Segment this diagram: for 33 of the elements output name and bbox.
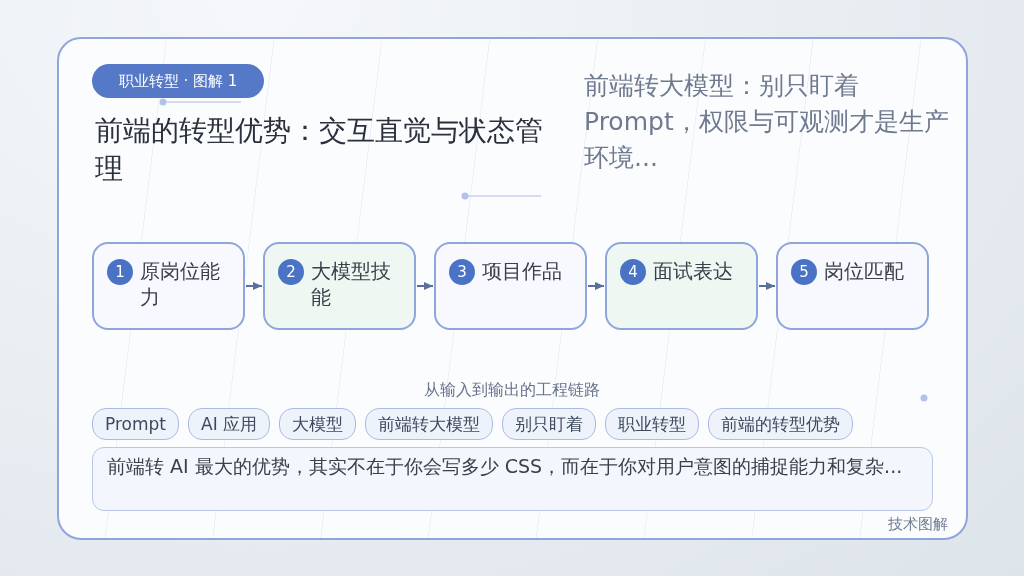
tag-chip: Prompt xyxy=(92,408,179,440)
arrow xyxy=(587,282,605,290)
number-badge: 3 xyxy=(449,259,475,285)
number-badge: 4 xyxy=(620,259,646,285)
number-badge: 2 xyxy=(278,259,304,285)
step-label: 大模型技能 xyxy=(311,258,392,310)
step-label: 岗位匹配 xyxy=(824,258,905,284)
tag-chip: 大模型 xyxy=(279,408,357,440)
excerpt-text: 前端转 AI 最大的优势，其实不在于你会写多少 CSS，而在于你对用户意图的捕捉能力和复杂... xyxy=(107,454,904,479)
step-box xyxy=(263,242,416,330)
tag-chip: 职业转型 xyxy=(605,408,700,440)
flow-caption: 从输入到输出的工程链路 xyxy=(424,380,600,400)
step-label: 原岗位能力 xyxy=(140,258,221,310)
arrow xyxy=(758,282,776,290)
step-box xyxy=(776,242,929,330)
page-title: 前端的转型优势：交互直觉与状态管理 xyxy=(95,113,544,187)
arrow xyxy=(416,282,434,290)
tag-chip: 前端的转型优势 xyxy=(708,408,854,440)
excerpt-box xyxy=(92,447,933,511)
tag-chip: 前端转大模型 xyxy=(365,408,494,440)
number-badge: 1 xyxy=(107,259,133,285)
footer-credit: 技术图解 xyxy=(888,515,948,533)
step-box xyxy=(605,242,758,330)
step-box xyxy=(434,242,587,330)
headline-text: 前端转大模型：别只盯着 Prompt，权限与可观测才是生产环境... xyxy=(584,70,950,174)
category-badge: 职业转型 · 图解 1 xyxy=(92,64,264,98)
step-label: 面试表达 xyxy=(653,258,734,284)
step-box xyxy=(92,242,245,330)
arrow xyxy=(245,282,263,290)
step-label: 项目作品 xyxy=(482,258,563,284)
tag-chip: 别只盯着 xyxy=(502,408,597,440)
number-badge: 5 xyxy=(791,259,817,285)
tag-chip: AI 应用 xyxy=(188,408,271,440)
